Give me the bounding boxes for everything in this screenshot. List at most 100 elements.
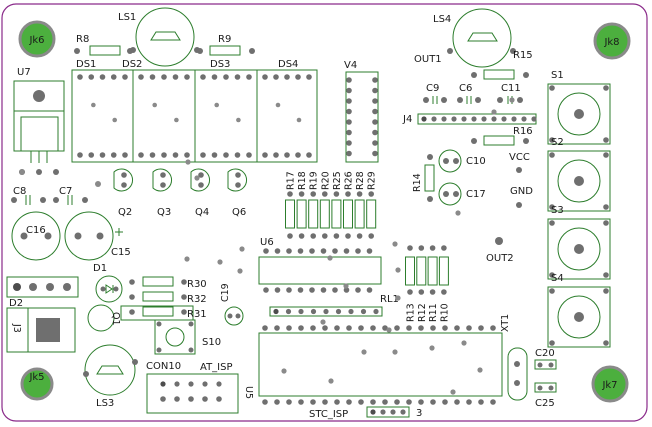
buzzer-ls4: LS4 OUT1: [414, 8, 516, 68]
r8-label: R8: [76, 34, 89, 45]
display-block: [71, 69, 318, 163]
r14-label: R14: [412, 173, 423, 192]
s10-label: S10: [202, 337, 221, 348]
ds3-label: DS3: [210, 59, 230, 70]
s3-label: S3: [551, 205, 564, 216]
r20-label: R20: [320, 171, 331, 190]
resistor-r9: R9: [197, 34, 255, 56]
rl1-label: RL1: [380, 294, 399, 305]
resistor-r29: R29: [366, 171, 378, 239]
r11-label: R11: [428, 303, 439, 322]
r16-label: R16: [513, 126, 533, 137]
jack-jk8-label: Jk8: [603, 37, 619, 48]
c6-label: C6: [459, 83, 472, 94]
r28-label: R28: [355, 171, 366, 190]
s4-label: S4: [551, 273, 564, 284]
header-stc-isp: STC_ISP 3: [309, 406, 422, 420]
c17-label: C17: [466, 189, 486, 200]
jack-jk6-label: Jk6: [28, 35, 44, 46]
r32-label: R32: [187, 294, 207, 305]
connector-j3: J3: [6, 307, 76, 353]
q1-label: Q1: [110, 312, 121, 326]
c7-label: C7: [59, 186, 72, 197]
transistor-q6: Q6: [227, 168, 247, 218]
u6-label: U6: [260, 237, 274, 248]
r18-label: R18: [297, 171, 308, 190]
u5-label: U5: [243, 386, 254, 399]
r26-label: R26: [344, 171, 355, 190]
c10-label: C10: [466, 156, 486, 167]
pin3-label: 3: [416, 408, 422, 419]
transistor-q3: Q3: [152, 168, 172, 218]
vcc-label: VCC: [509, 152, 530, 163]
ds1-label: DS1: [76, 59, 96, 70]
header-at-isp: AT_ISP: [146, 362, 239, 414]
resistor-r11: R11: [427, 245, 439, 322]
resistor-r13: R13: [405, 245, 417, 322]
transistor-q1: Q1: [87, 304, 121, 332]
resistor-network-rl1: RL1: [269, 294, 399, 317]
jack-jk6: Jk6: [18, 20, 56, 58]
q4-label: Q4: [195, 207, 209, 218]
cap-c8: C8: [11, 186, 46, 205]
ic-u5: U5: [243, 325, 503, 405]
out1-label: OUT1: [414, 54, 442, 65]
cap-c20: C20: [534, 348, 557, 370]
cap-c15: C15: [64, 211, 131, 261]
capacitors-top-right: C9 C6 C11: [423, 83, 523, 104]
cap-c25: C25: [534, 382, 557, 409]
resistor-r17: R17: [285, 171, 297, 239]
resistor-r16: R16: [471, 126, 533, 146]
at-isp-label: AT_ISP: [200, 362, 233, 373]
d2-label: D2: [9, 298, 23, 309]
c15-label: C15: [111, 247, 131, 258]
u7-label: U7: [17, 67, 31, 78]
ds2-label: DS2: [122, 59, 142, 70]
cap-c19: C19: [220, 283, 244, 326]
resistor-r12: R12: [416, 245, 428, 322]
ic-v4: V4: [344, 60, 379, 163]
jack-jk8: Jk8: [593, 22, 631, 60]
led-d1: D1: [93, 263, 123, 303]
j3-label: J3: [11, 323, 22, 333]
crystal-xt1: XT1: [500, 314, 528, 401]
s2-label: S2: [551, 137, 564, 148]
xt1-label: XT1: [500, 314, 511, 332]
r12-label: R12: [417, 303, 428, 322]
header-j4: J4: [402, 113, 537, 125]
resistor-r20: R20: [319, 171, 331, 239]
q2-label: Q2: [118, 207, 132, 218]
c20-label: C20: [535, 348, 555, 359]
c11-label: C11: [501, 83, 521, 94]
q3-label: Q3: [157, 207, 171, 218]
c16-label: C16: [26, 225, 46, 236]
resistor-r14: R14: [412, 154, 435, 202]
switch-s10: S10: [154, 319, 221, 355]
resistor-r26: R26: [343, 171, 355, 239]
resistor-r25: R25: [331, 171, 343, 239]
jack-jk7: Jk7: [591, 365, 629, 403]
resistor-r19: R19: [308, 171, 320, 239]
buzzer-ls3: LS3 CON10: [83, 344, 181, 409]
s1-label: S1: [551, 70, 564, 81]
resistor-group-r30-r32: [120, 276, 194, 321]
transistor-q2: Q2: [113, 168, 133, 218]
switch-s3: S3: [547, 205, 611, 280]
r17-label: R17: [286, 171, 297, 190]
r29-label: R29: [367, 171, 378, 190]
cap-c16: C16: [11, 211, 61, 261]
ic-u6: U6: [258, 237, 382, 293]
q6-label: Q6: [232, 207, 246, 218]
cap-c17: C17: [438, 182, 486, 206]
switch-s2: S2: [547, 137, 611, 212]
resistor-r28: R28: [354, 171, 366, 239]
con10-label: CON10: [146, 361, 181, 372]
regulator-u7: U7: [13, 67, 65, 175]
r19-label: R19: [309, 171, 320, 190]
j4-label: J4: [402, 114, 412, 125]
switch-s1: S1: [547, 70, 611, 145]
